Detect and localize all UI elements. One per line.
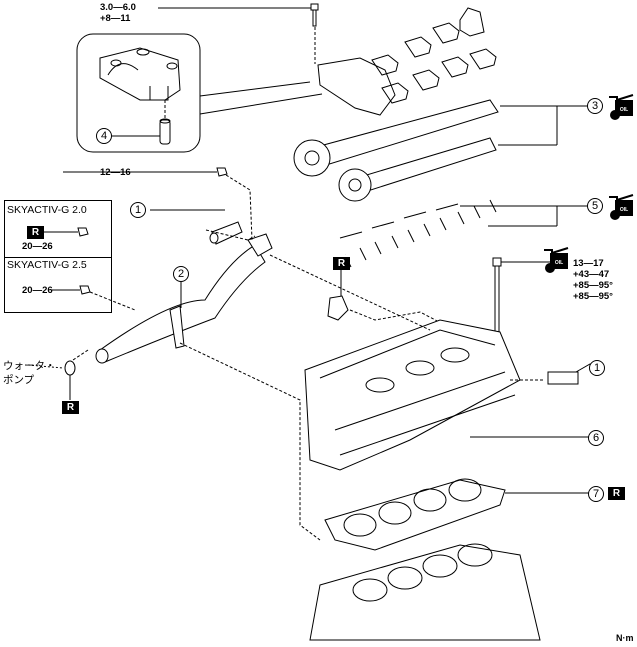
water-pump-label-1: ウォータ・: [3, 360, 56, 372]
rocker-bolt-torque-1: 3.0—6.0: [100, 2, 136, 13]
rocker-arms: [339, 199, 497, 268]
oil-icon: OIL: [609, 94, 634, 120]
replace-badge: R: [62, 401, 79, 414]
svg-text:OIL: OIL: [620, 107, 628, 113]
water-pump-label-2: ポンプ: [3, 374, 35, 386]
replace-badge: R: [333, 257, 350, 270]
top-bolt-icon: [310, 3, 319, 27]
skyactiv25-torque: 20—26: [22, 285, 53, 296]
cylinder-head: [304, 319, 521, 471]
skyactiv20-torque: 20—26: [22, 241, 53, 252]
outlet-gasket: [327, 295, 349, 321]
variant-box-2-0: SKYACTIV-G 2.0 R 20—26: [4, 200, 112, 258]
variant-label: SKYACTIV-G 2.0: [7, 204, 87, 216]
callout-2: 2: [173, 266, 189, 282]
unit-label: N·m: [616, 633, 634, 643]
oil-icon: OIL: [609, 194, 634, 220]
water-pipe: [95, 233, 273, 364]
head-bolt-torque-4: +85—95°: [573, 291, 613, 302]
camshafts: [293, 99, 499, 202]
camshaft-caps: [317, 7, 497, 116]
callout-7: 7: [588, 486, 604, 502]
svg-text:OIL: OIL: [555, 260, 563, 266]
callout-6: 6: [588, 430, 604, 446]
hose-left-icon: [209, 221, 243, 245]
callout-3: 3: [587, 98, 603, 114]
lash-adjuster-icon: [159, 118, 171, 145]
callout-4: 4: [96, 128, 112, 144]
replace-badge: R: [608, 487, 625, 500]
oil-icon: OIL: [544, 247, 569, 273]
rocker-bolt-torque-2: +8—11: [100, 13, 131, 24]
replace-badge: R: [27, 226, 44, 239]
svg-text:OIL: OIL: [620, 207, 628, 213]
variant-label: SKYACTIV-G 2.5: [7, 259, 87, 271]
inset-pointer: [199, 81, 323, 115]
head-bolt-torque-1: 13—17: [573, 258, 604, 269]
head-bolt-icon: [492, 257, 502, 337]
callout-1-right: 1: [589, 360, 605, 376]
variant-box-2-5: SKYACTIV-G 2.5 20—26: [4, 256, 112, 313]
inset-box: [76, 33, 201, 153]
pipe-bolt-torque: 12—16: [100, 167, 131, 178]
head-bolt-torque-3: +85—95°: [573, 280, 613, 291]
pump-o-ring: [64, 360, 76, 376]
cam-cap-detail: [99, 47, 181, 101]
cylinder-block: [309, 543, 541, 641]
callout-5: 5: [587, 198, 603, 214]
callout-1: 1: [130, 202, 146, 218]
head-gasket: [324, 478, 506, 551]
hose-right-icon: [547, 371, 579, 385]
head-bolt-torque-2: +43—47: [573, 269, 610, 280]
